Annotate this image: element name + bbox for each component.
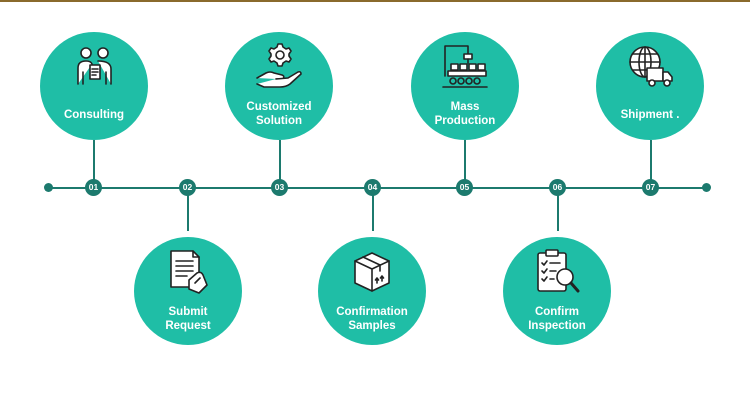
step-number-06: 06 bbox=[549, 179, 566, 196]
top-rule bbox=[0, 0, 750, 2]
step-number-07: 07 bbox=[642, 179, 659, 196]
connector-03 bbox=[279, 140, 281, 187]
globe-truck-icon bbox=[629, 46, 673, 87]
connector-07 bbox=[650, 140, 652, 187]
connector-02 bbox=[187, 188, 189, 231]
connector-01 bbox=[93, 140, 95, 187]
step-number-03: 03 bbox=[271, 179, 288, 196]
consulting-people-icon bbox=[77, 47, 112, 85]
step-number-05: 05 bbox=[456, 179, 473, 196]
step-circle-shipment: Shipment . bbox=[596, 32, 704, 140]
package-box-icon bbox=[354, 252, 390, 292]
gear-hand-icon bbox=[256, 43, 302, 88]
step-circle-consulting: Consulting bbox=[40, 32, 148, 140]
clipboard-magnifier-icon bbox=[537, 249, 580, 293]
step-label-consulting: Consulting bbox=[63, 109, 125, 121]
connector-06 bbox=[557, 188, 559, 231]
timeline-start-dot bbox=[44, 183, 53, 192]
step-number-01: 01 bbox=[85, 179, 102, 196]
step-number-04: 04 bbox=[364, 179, 381, 196]
connector-05 bbox=[464, 140, 466, 187]
connector-04 bbox=[372, 188, 374, 231]
timeline-end-dot bbox=[702, 183, 711, 192]
factory-conveyor-icon bbox=[442, 45, 488, 88]
document-hand-icon bbox=[170, 250, 208, 294]
step-label-shipment: Shipment . bbox=[620, 109, 680, 121]
step-number-02: 02 bbox=[179, 179, 196, 196]
